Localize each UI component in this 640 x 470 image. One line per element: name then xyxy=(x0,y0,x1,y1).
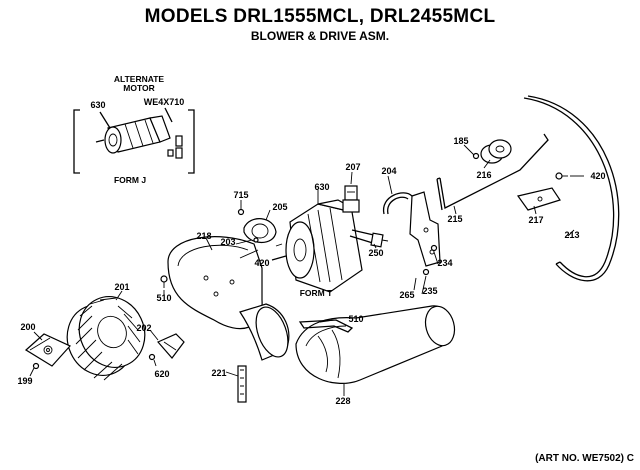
label-510-left: 510 xyxy=(156,293,171,303)
alternate-motor-inset: ALTERNATE MOTOR 630 WE4X710 FORM J xyxy=(73,74,195,185)
label-630-inset: 630 xyxy=(90,100,105,110)
blower-housing xyxy=(167,236,290,361)
exhaust-duct xyxy=(295,305,456,384)
label-185: 185 xyxy=(453,136,468,146)
page-title: MODELS DRL1555MCL, DRL2455MCL xyxy=(144,6,496,27)
part-labels: 185 216 420 215 217 213 207 204 715 205 … xyxy=(17,136,605,406)
screw-510-left xyxy=(160,275,168,288)
art-number: (ART NO. WE7502) C xyxy=(535,453,634,464)
screw-715 xyxy=(237,205,245,216)
motor-pulley xyxy=(370,232,389,248)
label-216: 216 xyxy=(476,170,491,180)
label-215: 215 xyxy=(447,214,462,224)
label-204: 204 xyxy=(381,166,396,176)
motor-mount-clip xyxy=(243,218,277,244)
screw-620 xyxy=(148,353,156,361)
label-420-center: 420 xyxy=(254,258,269,268)
screw-235 xyxy=(422,268,430,276)
screw-199 xyxy=(32,362,40,370)
page-subtitle: BLOWER & DRIVE ASM. xyxy=(250,29,390,43)
motor-mount-bracket xyxy=(409,191,441,267)
label-715: 715 xyxy=(233,190,248,200)
label-620: 620 xyxy=(154,369,169,379)
inset-caption-line1: ALTERNATE xyxy=(114,74,165,84)
label-203: 203 xyxy=(220,237,235,247)
drum-seal-ring xyxy=(523,95,620,282)
alternate-motor-drawing xyxy=(95,107,183,159)
label-510-right: 510 xyxy=(348,314,363,324)
label-218: 218 xyxy=(196,231,211,241)
label-205: 205 xyxy=(272,202,287,212)
leader-lines xyxy=(29,144,584,396)
blower-support-clip xyxy=(157,333,185,359)
label-213: 213 xyxy=(564,230,579,240)
label-235: 235 xyxy=(422,286,437,296)
label-420-right: 420 xyxy=(590,171,605,181)
blower-wheel-clamp xyxy=(24,333,71,367)
label-202: 202 xyxy=(136,323,151,333)
label-265: 265 xyxy=(399,290,414,300)
label-630: 630 xyxy=(314,182,329,192)
duct-clamp-510 xyxy=(298,319,354,333)
label-228: 228 xyxy=(335,396,350,406)
label-207: 207 xyxy=(345,162,360,172)
idler-pulley xyxy=(472,139,512,164)
label-we4x710: WE4X710 xyxy=(144,97,185,107)
label-234: 234 xyxy=(437,258,452,268)
label-200: 200 xyxy=(20,322,35,332)
inset-form-label: FORM J xyxy=(114,175,146,185)
screw-234 xyxy=(430,244,438,252)
screw-203 xyxy=(253,237,259,243)
blower-wheel xyxy=(66,296,146,381)
seal-strip xyxy=(237,365,247,403)
label-201: 201 xyxy=(114,282,129,292)
form-t-label: FORM T xyxy=(300,288,333,298)
label-221: 221 xyxy=(211,368,226,378)
drive-motor xyxy=(271,199,379,293)
label-250: 250 xyxy=(368,248,383,258)
screw-420-right xyxy=(555,172,568,180)
motor-switch xyxy=(342,185,360,213)
idler-arm-rod xyxy=(436,133,561,211)
label-217: 217 xyxy=(528,215,543,225)
inset-caption-line2: MOTOR xyxy=(123,83,154,93)
label-199: 199 xyxy=(17,376,32,386)
motor-clamp xyxy=(383,192,413,215)
